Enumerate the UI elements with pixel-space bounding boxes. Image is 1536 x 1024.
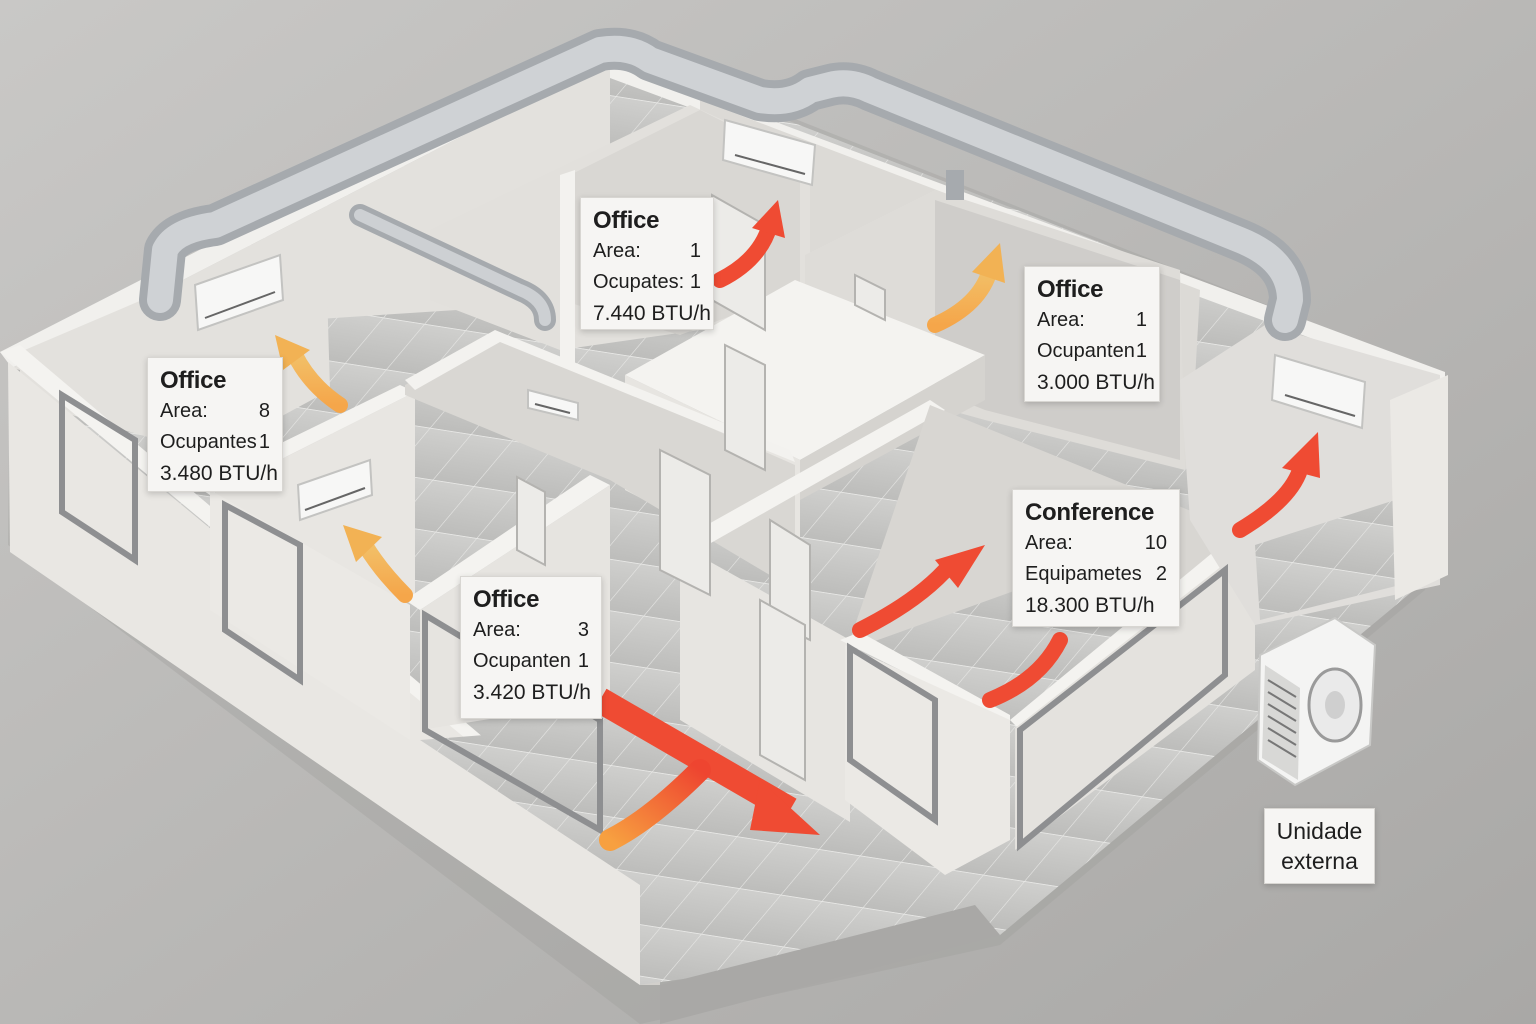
conference-right-top: [1010, 530, 1255, 730]
room-occupants-row: Ocupantes 1: [160, 427, 270, 458]
room-area-value: 1: [1135, 309, 1147, 331]
room-occupants-row: Ocupanten 1: [473, 646, 589, 677]
room-area-row: Area: 8: [160, 396, 270, 427]
room-occupants-row: Ocupanten 1: [1037, 336, 1147, 367]
room-occupants-label: Equipametes: [1025, 563, 1142, 585]
room-occupants-row: Ocupates: 1: [593, 267, 701, 298]
room-area-label: Area:: [160, 400, 208, 422]
airflow-arrow-icon: [275, 200, 1320, 851]
room-btu-value: 7.440 BTU/h: [593, 302, 711, 325]
room-btu-value: 18.300 BTU/h: [1025, 594, 1155, 617]
room-area-row: Area: 1: [593, 236, 701, 267]
room-area-value: 10: [1144, 532, 1167, 554]
room-occupants-label: Ocupantes: [160, 431, 257, 453]
external-unit-line2: externa: [1281, 848, 1358, 874]
duct-icon: [139, 27, 1311, 341]
room-occupants-value: 1: [1135, 340, 1147, 362]
room-btu-value: 3.480 BTU/h: [160, 462, 278, 485]
room-area-label: Area:: [593, 240, 641, 262]
room-area-value: 8: [258, 400, 270, 422]
room-occupants-label: Ocupanten: [473, 650, 571, 672]
room-card-office-top-center: Office Area: 1 Ocupates: 1 7.440 BTU/h: [580, 197, 714, 330]
room-card-office-top-right: Office Area: 1 Ocupanten 1 3.000 BTU/h: [1024, 266, 1160, 402]
room-title: Office: [160, 367, 227, 394]
external-unit-label: Unidade externa: [1264, 808, 1375, 884]
room-area-row: Area: 10: [1025, 528, 1167, 559]
room-right-floor: [1255, 500, 1420, 620]
corridor-floor: [420, 720, 980, 985]
external-unit-line1: Unidade: [1276, 818, 1363, 844]
partition-top-center: [560, 170, 575, 378]
room-area-label: Area:: [1037, 309, 1085, 331]
room-area-label: Area:: [1025, 532, 1073, 554]
room-btu-value: 3.420 BTU/h: [473, 681, 591, 704]
room-title: Office: [473, 586, 540, 613]
room-occupants-row: Equipametes 2: [1025, 559, 1167, 590]
room-area-value: 3: [577, 619, 589, 641]
room-occupants-value: 1: [689, 271, 701, 293]
room-btu-value: 3.000 BTU/h: [1037, 371, 1155, 394]
room-title: Office: [1037, 276, 1104, 303]
room-occupants-value: 2: [1155, 563, 1167, 585]
split-ac-icon: [193, 118, 1367, 522]
room-card-conference: Conference Area: 10 Equipametes 2 18.300…: [1012, 489, 1180, 627]
room-area-label: Area:: [473, 619, 521, 641]
room-area-row: Area: 3: [473, 615, 589, 646]
room-occupants-value: 1: [577, 650, 589, 672]
room-title: Office: [593, 207, 660, 234]
room-occupants-value: 1: [258, 431, 270, 453]
room-occupants-label: Ocupanten: [1037, 340, 1135, 362]
conference-left-top: [680, 400, 945, 552]
room-card-office-middle-left: Office Area: 3 Ocupanten 1 3.420 BTU/h: [460, 576, 602, 719]
room-title: Conference: [1025, 499, 1155, 526]
room-card-office-left: Office Area: 8 Ocupantes 1 3.480 BTU/h: [147, 357, 283, 492]
window-wall-face: [210, 490, 410, 740]
room-occupants-label: Ocupates:: [593, 271, 685, 293]
room-area-row: Area: 1: [1037, 305, 1147, 336]
door-icon: [516, 193, 886, 782]
central-block-top: [625, 280, 985, 460]
corridor-step: [660, 905, 1000, 1024]
room-right-front: [1390, 375, 1448, 600]
outdoor-condenser-icon: [1256, 616, 1377, 787]
room-area-value: 1: [689, 240, 701, 262]
conference-front-face: [845, 645, 1010, 875]
conference-right-face: [1015, 540, 1255, 850]
office-front-partition-top: [405, 475, 610, 610]
